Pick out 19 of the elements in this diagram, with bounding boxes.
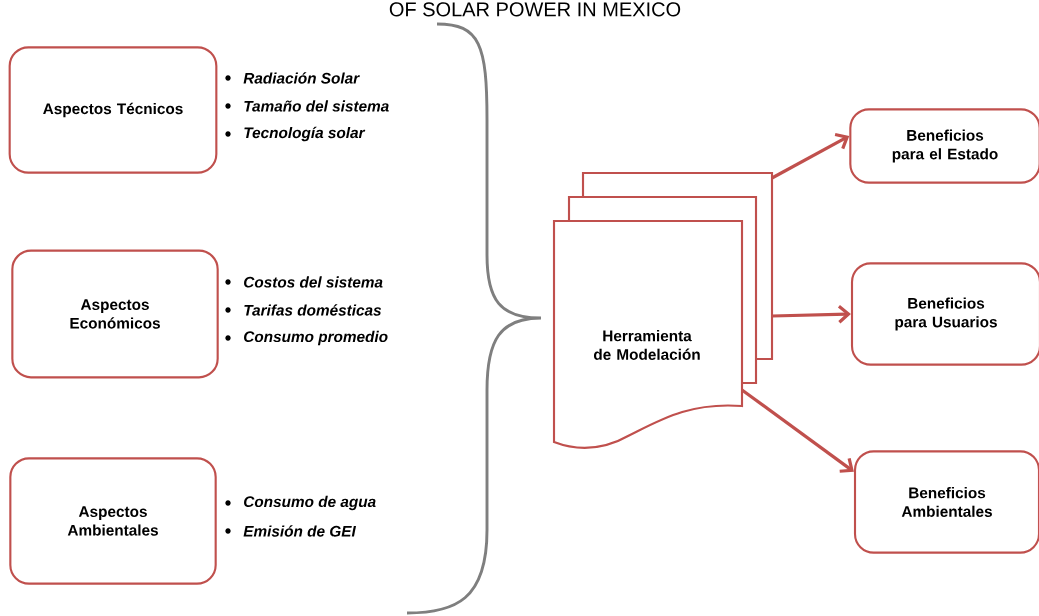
bullet-item: Consumo de agua xyxy=(225,495,376,511)
bullet-item: Tecnología solar xyxy=(225,126,366,142)
bullet-item: Tamaño del sistema xyxy=(225,100,389,112)
bullet-item: Emisión de GEI xyxy=(225,525,356,537)
bullet-item: Radiación Solar xyxy=(225,72,360,84)
rounded-box: Aspectos Técnicos xyxy=(8,46,218,174)
bullet-item: Consumo promedio xyxy=(225,330,388,346)
arrow xyxy=(771,305,851,324)
title: OF SOLAR POWER IN MEXICO xyxy=(389,2,681,17)
rounded-box: Beneficios Ambientales xyxy=(853,450,1039,554)
bullet-item: Tarifas domésticas xyxy=(225,304,382,316)
document-stack: Herramienta de Modelación xyxy=(552,171,774,449)
bullet-item: Costos del sistema xyxy=(225,276,383,288)
arrow xyxy=(741,388,854,473)
arrow xyxy=(771,133,850,180)
rounded-box: Beneficios para Usuarios xyxy=(850,262,1039,366)
rounded-box: Aspectos Ambientales xyxy=(9,457,217,585)
rounded-box: Aspectos Económicos xyxy=(11,249,219,379)
rounded-box: Beneficios para el Estado xyxy=(849,108,1039,184)
